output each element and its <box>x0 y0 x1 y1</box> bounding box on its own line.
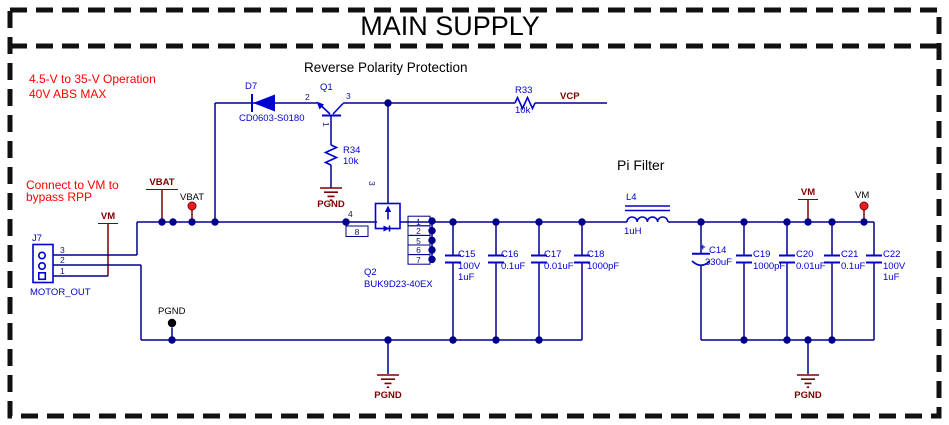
cap-label-c21: C21 0.1uF <box>841 250 865 271</box>
cap-value: 1000pF <box>587 260 620 272</box>
wires <box>53 102 875 374</box>
q1-pin1: 1 <box>321 122 331 127</box>
cap-label-c17: C17 0.01uF <box>544 250 574 271</box>
testpoint-markers <box>167 201 869 328</box>
section-label-rpp: Reverse Polarity Protection <box>304 60 468 75</box>
refdes-r34: R34 <box>343 145 361 156</box>
q2-out-pin-6: 6 <box>416 245 421 256</box>
cap-value: 0.01uF <box>796 260 826 272</box>
cap-label-c20: C20 0.01uF <box>796 250 826 271</box>
cap-value: 0.1uF <box>841 260 866 272</box>
net-label-vm-right: VM <box>798 188 818 200</box>
q2-out-pin-7: 7 <box>416 254 421 265</box>
j7-pin-2: 2 <box>60 255 65 265</box>
connector-net-motor-out: MOTOR_OUT <box>30 287 91 298</box>
refdes-q2: Q2 <box>364 267 377 278</box>
capacitor-plates <box>445 252 882 267</box>
value-l4: 1uH <box>624 226 642 237</box>
transistor-q1 <box>316 101 344 117</box>
cap-ref: C16 <box>501 249 519 260</box>
cap-label-c22: C22 100V 1uF <box>883 250 905 283</box>
junction-dots <box>158 99 868 344</box>
partnum-d7: CD0603-S0180 <box>239 113 305 124</box>
cap-value: 0.01uF <box>544 260 574 272</box>
cap-value: 100V <box>458 260 481 272</box>
cap-plus-c14: + <box>700 242 706 253</box>
resistor-r33 <box>514 95 536 111</box>
sheet-border <box>7 7 942 419</box>
refdes-l4: L4 <box>626 192 637 203</box>
refdes-r33: R33 <box>515 85 533 96</box>
testpoint-vm-dot <box>859 201 869 211</box>
testpoint-label-vm: VM <box>855 190 870 201</box>
refdes-d7: D7 <box>245 81 258 92</box>
cap-value2: 1uF <box>883 272 900 283</box>
cap-label-c19: C19 1000pF <box>753 250 785 271</box>
cap-value: 100V <box>883 260 906 272</box>
note-operating-range-line2: 40V ABS MAX <box>29 87 107 101</box>
cap-ref: C14 <box>709 245 727 256</box>
net-label-vm-left: VM <box>98 212 118 224</box>
q2-pin8: 8 <box>354 227 360 237</box>
cap-ref: C18 <box>587 249 605 260</box>
mosfet-q2 <box>345 202 431 265</box>
cap-ref: C20 <box>796 249 814 260</box>
cap-ref: C22 <box>883 249 901 260</box>
cap-value: 1000pF <box>753 260 786 272</box>
note-operating-range-line1: 4.5-V to 35-V Operation <box>29 72 156 86</box>
cap-ref: C19 <box>753 249 771 260</box>
inductor-l4 <box>625 205 670 223</box>
testpoint-label-pgnd: PGND <box>158 306 186 317</box>
net-label-vcp: VCP <box>560 91 580 102</box>
q2-pin4: 4 <box>348 209 353 219</box>
cap-label-c16: C16 0.1uF <box>501 250 525 271</box>
j7-pin-3: 3 <box>60 244 65 255</box>
j7-pin-1: 1 <box>60 265 65 276</box>
cap-label-c15: C15 100V 1uF <box>458 250 480 283</box>
refdes-j7: J7 <box>32 233 43 244</box>
testpoint-pgnd-dot <box>167 318 177 328</box>
page-title: MAIN SUPPLY <box>360 11 540 41</box>
q2-out-pin-2: 2 <box>416 226 421 236</box>
net-label-vbat: VBAT <box>146 178 178 190</box>
value-r34: 10k <box>343 156 359 167</box>
resistor-r34 <box>323 144 339 166</box>
cap-value: 0.1uF <box>501 260 526 272</box>
cap-value: 330uF <box>705 256 732 268</box>
note-bypass-line2: bypass RPP <box>26 190 93 204</box>
testpoint-label-vbat: VBAT <box>180 192 205 203</box>
q2-out-pin-1: 1 <box>416 216 421 227</box>
net-label-pgnd-right: PGND <box>794 390 822 401</box>
net-stubs <box>107 190 865 276</box>
q1-pin3: 3 <box>346 91 351 101</box>
note-bypass-line1: Connect to VM to <box>26 178 119 192</box>
partnum-q2: BUK9D23-40EX <box>364 279 433 290</box>
section-label-pi-filter: Pi Filter <box>617 157 665 173</box>
connector-j7 <box>32 243 54 284</box>
diode-d7 <box>251 94 275 112</box>
cap-ref: C15 <box>458 249 476 260</box>
q2-gate-pin: 3 <box>367 181 377 186</box>
cap-label-c14: C14 330uF <box>705 245 732 267</box>
q1-pin2: 2 <box>305 92 310 102</box>
cap-label-c18: C18 1000pF <box>587 250 619 271</box>
net-label-pgnd-q1: PGND <box>317 199 345 210</box>
value-r33: 10k <box>515 105 531 116</box>
cap-ref: C21 <box>841 249 859 260</box>
cap-ref: C17 <box>544 249 562 260</box>
q2-out-pin-5: 5 <box>416 235 421 246</box>
cap-value2: 1uF <box>458 272 475 283</box>
testpoint-vbat-dot <box>187 201 197 211</box>
refdes-q1: Q1 <box>320 82 333 93</box>
net-label-pgnd-left: PGND <box>374 390 402 401</box>
